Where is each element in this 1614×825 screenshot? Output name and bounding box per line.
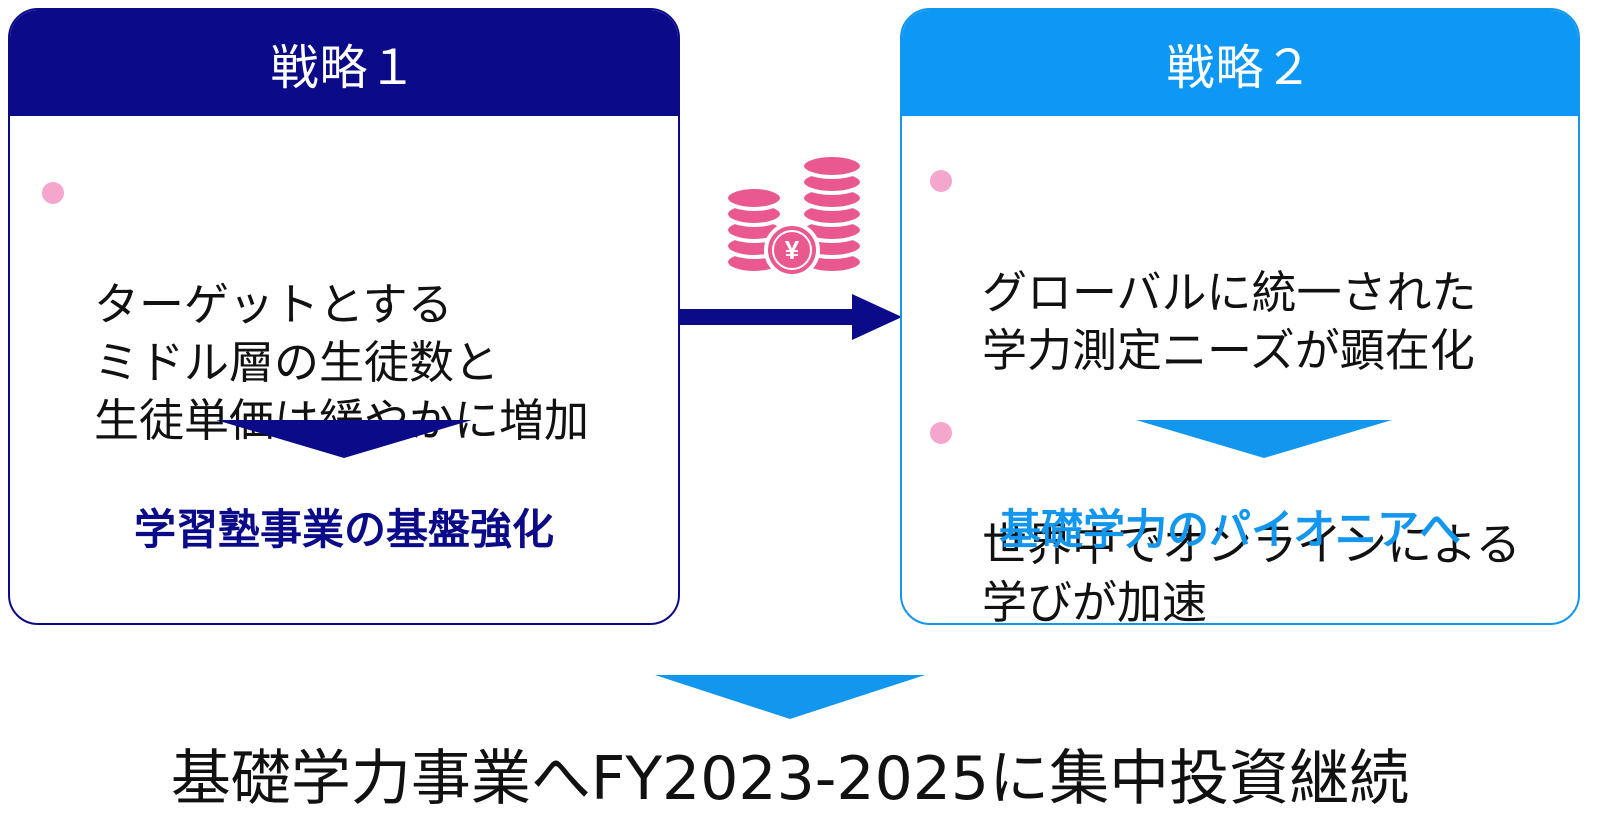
- strategy-1-down-arrow-icon: [216, 420, 472, 458]
- strategy-2-bullet-text: 世界中でオンラインによる 学びが加速: [982, 518, 1521, 625]
- strategy-2-box: 戦略２ グローバルに統一された 学力測定ニーズが顕在化 世界中でオンラインによる…: [900, 8, 1580, 625]
- bullet-dot-icon: [42, 182, 64, 204]
- strategy-1-bullet-list: ターゲットとする ミドル層の生徒数と 生徒単価は緩やかに増加: [38, 160, 589, 470]
- strategy-2-title: 戦略２: [902, 10, 1578, 116]
- bullet-dot-icon: [930, 170, 952, 192]
- strategy-1-title: 戦略１: [10, 10, 678, 116]
- strategy-1-box: 戦略１ ターゲットとする ミドル層の生徒数と 生徒単価は緩やかに増加 学習塾事業…: [8, 8, 680, 625]
- summary-text: 基礎学力事業へFY2023-2025に集中投資継続: [170, 744, 1410, 814]
- strategy-1-bullet-text: ターゲットとする ミドル層の生徒数と 生徒単価は緩やかに増加: [94, 278, 590, 447]
- strategy-2-bullet: 世界中でオンラインによる 学びが加速: [926, 400, 1521, 625]
- strategy-2-conclusion: 基礎学力のパイオニアへ: [998, 505, 1461, 554]
- summary-down-arrow-icon: [655, 675, 925, 719]
- strategy-1-conclusion: 学習塾事業の基盤強化: [133, 505, 554, 554]
- strategy-1-bullet: ターゲットとする ミドル層の生徒数と 生徒単価は緩やかに増加: [38, 160, 589, 450]
- strategy-2-down-arrow-icon: [1136, 420, 1392, 458]
- right-arrow-icon: [680, 294, 902, 340]
- strategy-2-bullet-list: グローバルに統一された 学力測定ニーズが顕在化 世界中でオンラインによる 学びが…: [926, 148, 1521, 625]
- strategy-2-bullet-text: グローバルに統一された 学力測定ニーズが顕在化: [982, 266, 1477, 377]
- bullet-dot-icon: [930, 422, 952, 444]
- yen-symbol: ¥: [785, 235, 800, 265]
- strategy-2-bullet: グローバルに統一された 学力測定ニーズが顕在化: [926, 148, 1521, 380]
- yen-coin-stack-icon: ¥: [724, 153, 864, 278]
